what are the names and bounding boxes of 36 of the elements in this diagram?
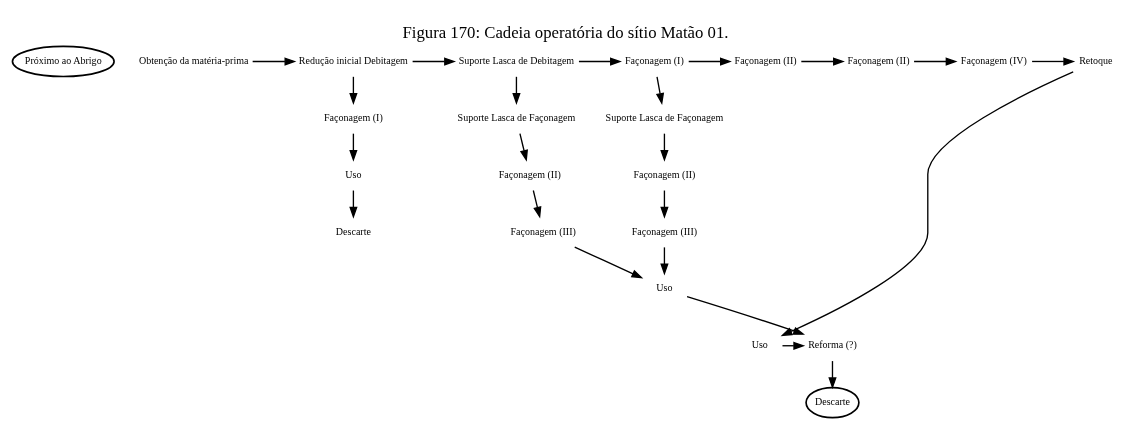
node-text: Reforma (?) bbox=[808, 339, 857, 351]
node-text: Façonagem (II) bbox=[633, 168, 696, 180]
diagram-title: Figura 170: Cadeia operatória do sítio Matão 01. bbox=[402, 23, 729, 43]
arrow bbox=[519, 133, 528, 162]
node-text: Façonagem (I) bbox=[625, 55, 684, 67]
node-text: Façonagem (IV) bbox=[960, 55, 1027, 67]
node-ellipse: Descarte bbox=[805, 386, 860, 419]
node-ellipse: Próximo ao Abrigo bbox=[11, 45, 115, 78]
node-text: Obtenção da matéria-prima bbox=[138, 55, 249, 67]
node-text: Uso bbox=[345, 168, 362, 180]
node-text: Façonagem (I) bbox=[324, 111, 383, 123]
arrow bbox=[800, 57, 845, 66]
node-text: Redução inicial Debitagem bbox=[298, 55, 408, 67]
arrow bbox=[578, 57, 622, 66]
node-text: Façonagem (II) bbox=[498, 168, 561, 180]
arrow bbox=[688, 57, 732, 66]
node-text: Uso bbox=[751, 339, 768, 351]
node-text: Suporte Lasca de Debitagem bbox=[458, 55, 575, 67]
arrow bbox=[780, 71, 1074, 337]
arrow bbox=[1031, 57, 1076, 66]
arrow bbox=[574, 246, 644, 279]
node-text: Retoque bbox=[1079, 55, 1113, 67]
arrow bbox=[411, 57, 456, 66]
arrow bbox=[532, 189, 542, 219]
node-text: Façonagem (III) bbox=[510, 225, 576, 237]
node-text: Façonagem (II) bbox=[734, 55, 797, 67]
arrow bbox=[655, 76, 665, 105]
node-text: Façonagem (II) bbox=[847, 55, 910, 67]
arrow bbox=[252, 57, 297, 66]
node-text: Suporte Lasca de Façonagem bbox=[605, 111, 724, 123]
node-text: Descarte bbox=[335, 225, 371, 237]
node-text: Suporte Lasca de Façonagem bbox=[457, 111, 576, 123]
node-text: Façonagem (III) bbox=[631, 225, 698, 237]
arrow bbox=[913, 57, 958, 66]
arrow bbox=[686, 295, 806, 335]
node-text: Uso bbox=[656, 282, 673, 294]
